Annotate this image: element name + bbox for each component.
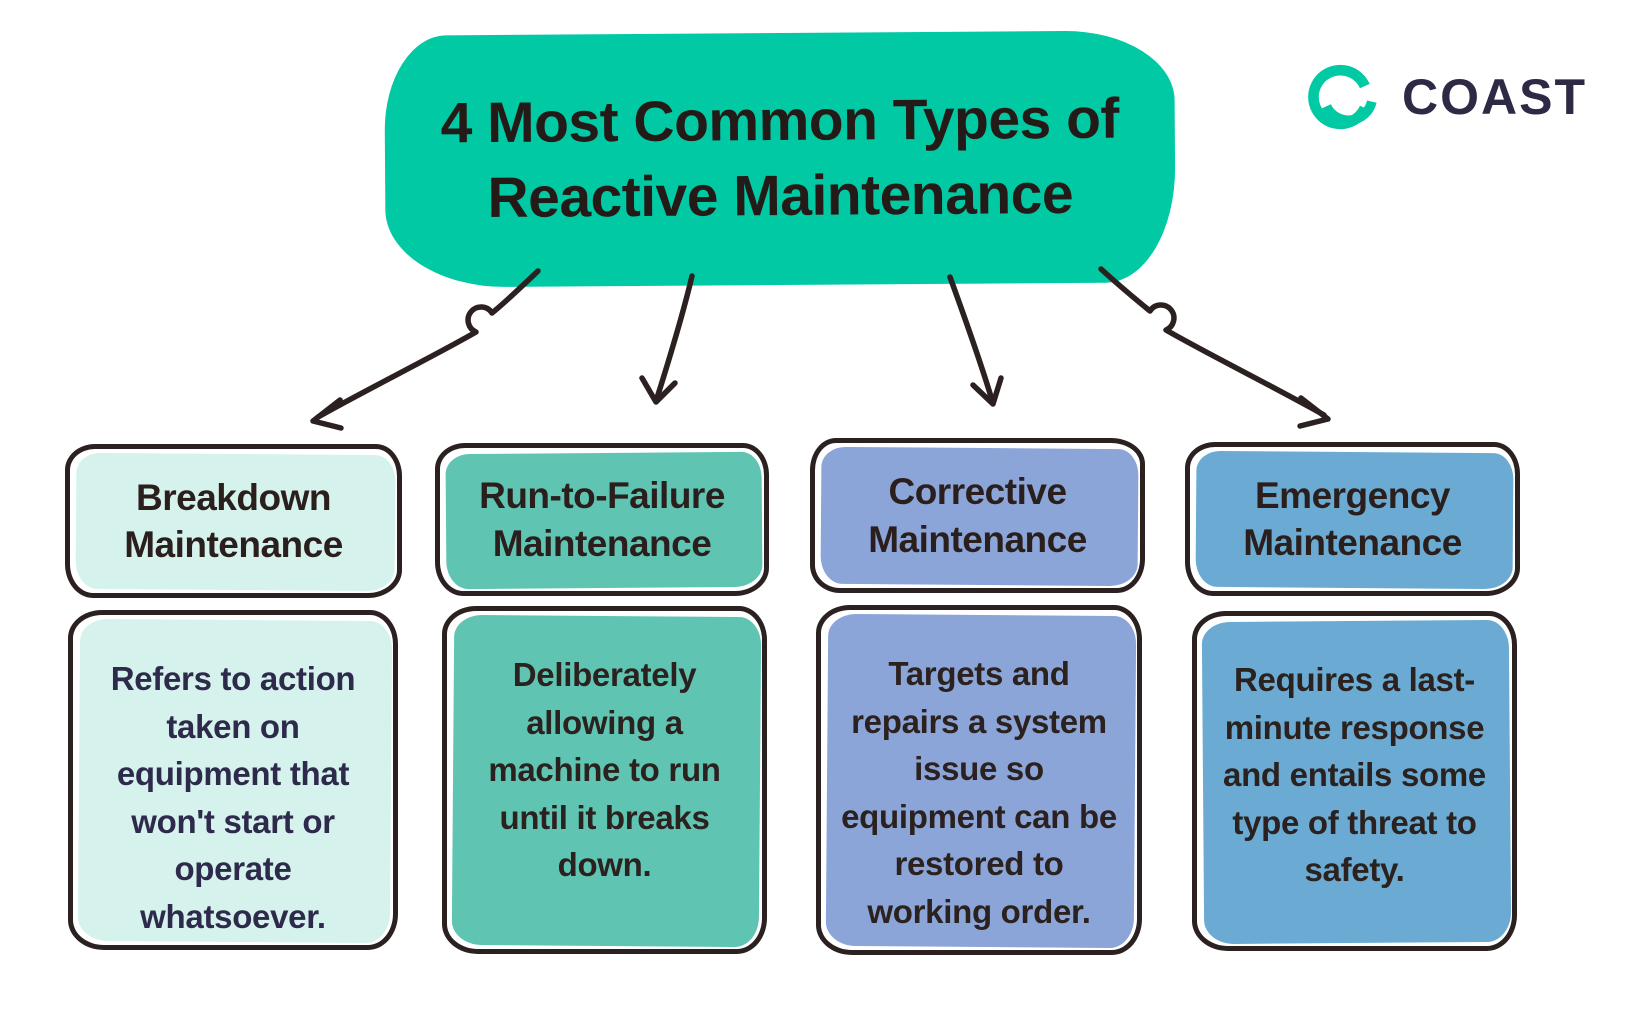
breakdown-description: Refers to action taken on equipment that… bbox=[110, 660, 356, 935]
arrow-to-run-to-failure bbox=[654, 273, 695, 401]
emergency-header-box: Emergency Maintenance bbox=[1185, 442, 1520, 596]
emergency-description: Requires a last-minute response and enta… bbox=[1223, 661, 1486, 889]
coast-logo-text: COAST bbox=[1402, 69, 1587, 125]
run-to-failure-title: Run-to-Failure Maintenance bbox=[479, 475, 725, 564]
arrow-to-breakdown-head bbox=[310, 397, 344, 431]
run-to-failure-header-box: Run-to-Failure Maintenance bbox=[435, 443, 769, 596]
corrective-header-box: Corrective Maintenance bbox=[810, 438, 1145, 593]
coast-logo: COAST bbox=[1308, 60, 1587, 134]
emergency-description-box: Requires a last-minute response and enta… bbox=[1192, 611, 1517, 951]
emergency-title: Emergency Maintenance bbox=[1243, 474, 1462, 563]
arrow-to-corrective-head bbox=[970, 375, 1004, 407]
page-title: 4 Most Common Types of Reactive Maintena… bbox=[440, 86, 1120, 231]
arrow-to-emergency bbox=[1098, 266, 1327, 418]
run-to-failure-description: Deliberately allowing a machine to run u… bbox=[488, 656, 721, 884]
arrow-to-corrective bbox=[947, 274, 995, 403]
breakdown-description-box: Refers to action taken on equipment that… bbox=[68, 610, 398, 950]
corrective-title: Corrective Maintenance bbox=[868, 471, 1087, 560]
breakdown-title: Breakdown Maintenance bbox=[124, 476, 343, 565]
arrow-to-emergency-head bbox=[1297, 395, 1331, 429]
arrow-to-breakdown bbox=[315, 268, 541, 420]
coast-smile-circle-icon bbox=[1308, 64, 1377, 130]
run-to-failure-description-box: Deliberately allowing a machine to run u… bbox=[442, 606, 767, 954]
title-box: 4 Most Common Types of Reactive Maintena… bbox=[384, 30, 1176, 288]
arrow-to-run-to-failure-head bbox=[639, 375, 678, 405]
corrective-description: Targets and repairs a system issue so eq… bbox=[841, 655, 1117, 930]
corrective-description-box: Targets and repairs a system issue so eq… bbox=[816, 605, 1142, 955]
breakdown-header-box: Breakdown Maintenance bbox=[65, 444, 402, 598]
